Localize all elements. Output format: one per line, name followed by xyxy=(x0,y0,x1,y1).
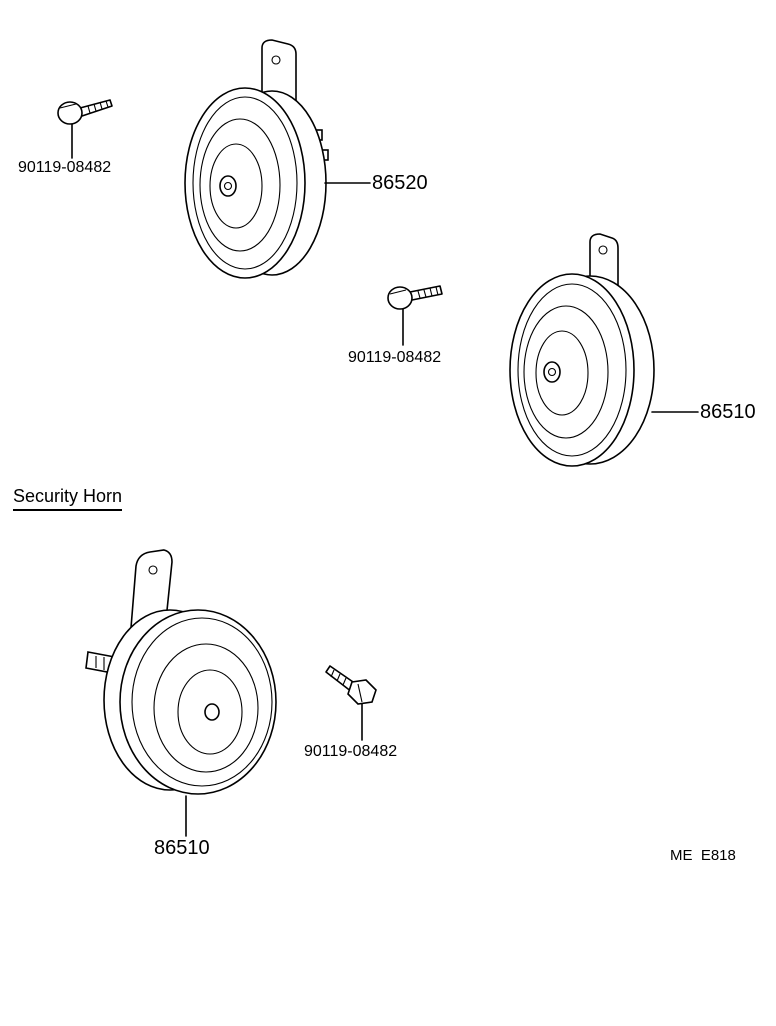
horn-86510-security-drawing xyxy=(85,549,277,837)
part-label-horn-86520: 86520 xyxy=(372,172,428,194)
section-title-security-horn: Security Horn xyxy=(13,487,123,511)
part-label-bolt-3: 90119-08482 xyxy=(304,743,398,760)
part-label-horn-86510-upper: 86510 xyxy=(700,401,756,423)
horn-86520-drawing xyxy=(184,39,371,279)
part-label-horn-86510-security: 86510 xyxy=(154,837,210,859)
diagram-code: ME E818 xyxy=(670,847,736,864)
part-label-bolt-1: 90119-08482 xyxy=(18,159,112,176)
bolt-1-drawing xyxy=(57,99,113,159)
part-label-bolt-2: 90119-08482 xyxy=(348,349,442,366)
horn-86510-upper-drawing xyxy=(509,233,699,467)
bolt-2-drawing xyxy=(387,285,443,346)
bolt-3-drawing xyxy=(325,665,377,741)
